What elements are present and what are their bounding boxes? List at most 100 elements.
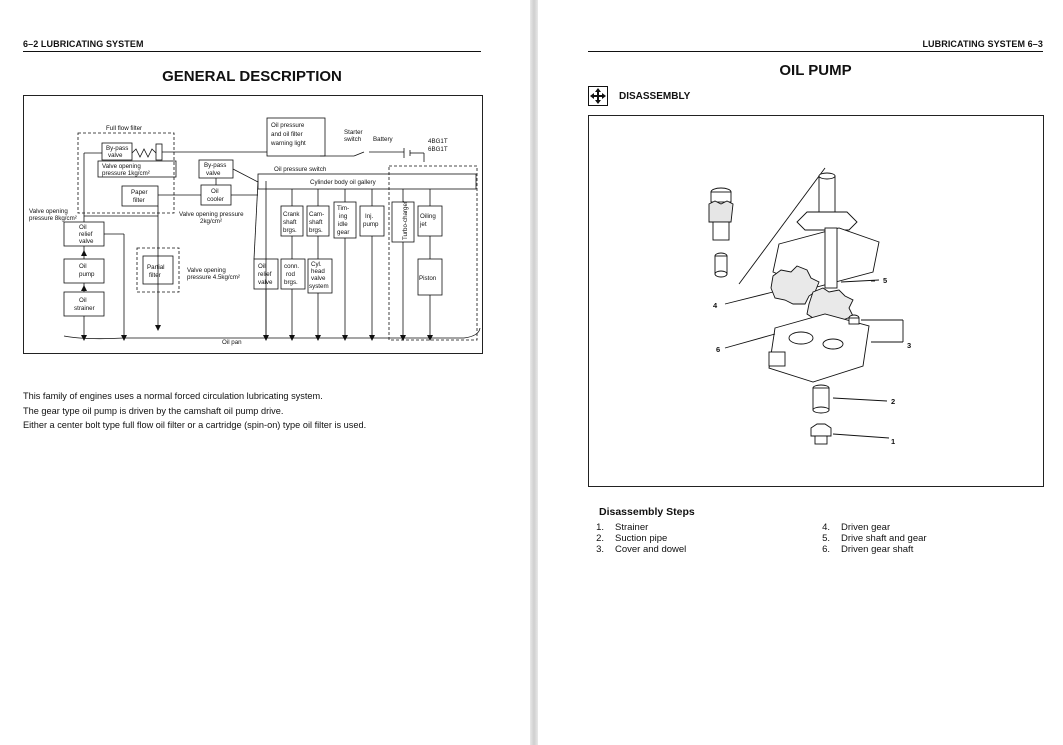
step-number: 5.	[822, 533, 830, 544]
oil-pump-illustration: 1 2 3 4 5 6	[708, 167, 911, 446]
label-valve-opening-2a: Valve opening pressure	[179, 211, 244, 218]
step-number: 3.	[596, 544, 604, 555]
label-cyl-a: Cyl.	[311, 261, 322, 268]
label-crank-b: shaft	[283, 219, 297, 226]
label-oiling-b: jet	[419, 221, 427, 228]
cyl-head-box	[307, 258, 333, 294]
label-conn-b: rod	[286, 271, 296, 278]
label-valve-opening-1a: Valve opening	[102, 163, 141, 170]
callout-5: 5	[883, 276, 887, 285]
label-relief2-b: relief	[258, 271, 272, 278]
label-oil-pressure-c: warning light	[270, 140, 306, 147]
step-number: 1.	[596, 522, 604, 533]
bypass-valve-box	[101, 142, 133, 161]
label-valve-opening-8b: pressure 8kg/cm²	[29, 215, 77, 222]
label-cyl-c: valve	[311, 275, 326, 282]
lubrication-flow-svg: Full flow filter By-pass valve Valve ope…	[29, 117, 481, 346]
left-page-header: 6–2 LUBRICATING SYSTEM	[23, 39, 144, 49]
step-number: 6.	[822, 544, 830, 555]
label-oil-pressure-switch: Oil pressure switch	[274, 166, 327, 173]
label-timing-a: Tim-	[337, 205, 349, 212]
label-relief-b: relief	[79, 231, 93, 238]
callout-3: 3	[907, 341, 911, 350]
label-cyl-d: system	[309, 283, 329, 290]
disassembly-arrows-icon	[588, 86, 608, 106]
paper-filter-box	[121, 185, 159, 207]
label-strainer-b: strainer	[74, 305, 95, 312]
label-partial-a: Partial	[147, 264, 165, 271]
label-bypass-2a: By-pass	[204, 162, 226, 169]
step-text: Driven gear	[841, 522, 891, 533]
book-gutter	[530, 0, 538, 745]
label-valve-opening-8a: Valve opening	[29, 208, 68, 215]
callout-1: 1	[891, 437, 895, 446]
label-cam-a: Cam-	[309, 211, 324, 218]
paragraph-2: The gear type oil pump is driven by the …	[23, 406, 284, 416]
disassembly-steps-title: Disassembly Steps	[599, 506, 695, 518]
conn-rod-box	[280, 258, 306, 290]
label-oil-cooler-b: cooler	[207, 196, 224, 203]
callout-4: 4	[713, 301, 718, 310]
step-number: 4.	[822, 522, 830, 533]
label-strainer-a: Oil	[79, 297, 87, 304]
oil-pressure-light-box	[266, 117, 326, 157]
label-6bg1t: 6BG1T	[428, 146, 448, 153]
paragraph-3: Either a center bolt type full flow oil …	[23, 420, 367, 430]
label-crank-c: brgs.	[283, 227, 297, 234]
label-oil-pressure-b: and oil filter	[271, 131, 303, 138]
step-text: Driven gear shaft	[841, 544, 914, 555]
label-relief-c: valve	[79, 238, 94, 245]
label-paper-filter-b: filter	[133, 197, 145, 204]
label-bypass-1a: By-pass	[106, 145, 128, 152]
spring-symbol	[131, 148, 157, 158]
label-timing-c: idle	[338, 221, 348, 228]
label-oil-gallery: Cylinder body oil gallery	[310, 179, 377, 186]
label-oil-cooler-a: Oil	[211, 188, 219, 195]
oil-pump-exploded-view: 1 2 3 4 5 6	[588, 115, 1044, 487]
step-text: Suction pipe	[615, 533, 668, 544]
label-cyl-b: head	[311, 268, 325, 275]
callout-6: 6	[716, 345, 720, 354]
label-inj-a: Inj.	[365, 213, 374, 220]
lubrication-flow-diagram: Full flow filter By-pass valve Valve ope…	[23, 95, 483, 354]
label-turbocharger: Turbo-charger	[402, 201, 409, 240]
guide-line	[738, 167, 826, 285]
label-valve-opening-2b: 2kg/cm²	[200, 218, 222, 225]
oil-strainer-box	[63, 291, 105, 317]
label-oil-pump-a: Oil	[79, 263, 87, 270]
step-text: Strainer	[615, 522, 649, 533]
label-oiling-a: Oiling	[420, 213, 436, 220]
label-conn-c: brgs.	[284, 279, 298, 286]
label-valve-opening-45a: Valve opening	[187, 267, 226, 274]
label-valve-opening-1b: pressure 1kg/cm²	[102, 170, 150, 177]
callout-2: 2	[891, 397, 895, 406]
label-conn-a: conn.	[284, 263, 299, 270]
label-oil-pump-b: pump	[79, 271, 95, 278]
step-text: Cover and dowel	[615, 544, 687, 555]
label-starter-a: Starter	[344, 129, 363, 136]
step-text: Drive shaft and gear	[841, 533, 927, 544]
label-full-flow-filter: Full flow filter	[106, 125, 142, 132]
right-page-header: LUBRICATING SYSTEM 6–3	[922, 39, 1043, 49]
step-number: 2.	[596, 533, 604, 544]
paragraph-1: This family of engines uses a normal for…	[23, 391, 323, 401]
valve-plug	[155, 143, 163, 161]
label-inj-b: pump	[363, 221, 379, 228]
page-title-oil-pump: OIL PUMP	[779, 62, 852, 79]
label-relief-a: Oil	[79, 224, 87, 231]
turbo-group-outline	[388, 165, 478, 341]
full-flow-filter-outline	[77, 132, 175, 214]
label-partial-b: filter	[149, 272, 161, 279]
label-valve-opening-45b: pressure 4.5kg/cm²	[187, 274, 240, 281]
label-timing-b: ing	[339, 213, 348, 220]
label-oil-pan: Oil pan	[222, 339, 242, 346]
label-oil-pressure-a: Oil pressure	[271, 122, 305, 129]
label-cam-b: shaft	[309, 219, 323, 226]
label-bypass-2b: valve	[206, 170, 221, 177]
label-timing-d: gear	[337, 229, 349, 236]
left-header-rule	[23, 51, 481, 52]
valve-opening-1-box	[97, 160, 177, 178]
label-4bg1t: 4BG1T	[428, 138, 448, 145]
label-bypass-1b: valve	[108, 152, 123, 159]
label-relief2-a: Oil	[258, 263, 266, 270]
